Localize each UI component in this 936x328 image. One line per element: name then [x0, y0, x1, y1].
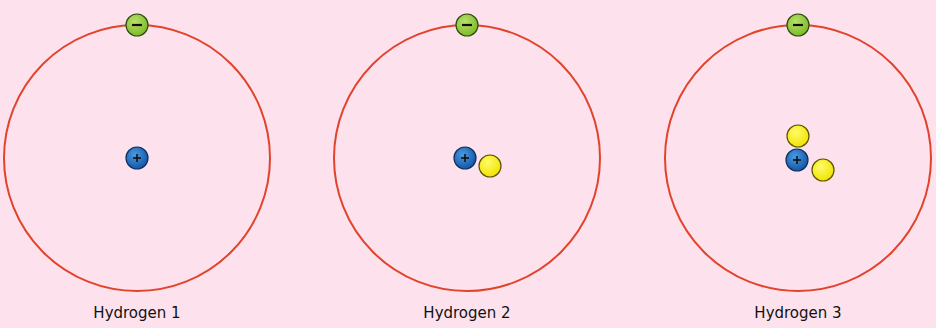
hydrogen-2-atom — [334, 14, 600, 291]
isotope-label: Hydrogen 1 — [93, 304, 180, 322]
hydrogen-1-atom — [4, 14, 270, 291]
hydrogen-3-atom — [665, 14, 931, 291]
isotope-label: Hydrogen 3 — [754, 304, 841, 322]
isotope-label: Hydrogen 2 — [423, 304, 510, 322]
